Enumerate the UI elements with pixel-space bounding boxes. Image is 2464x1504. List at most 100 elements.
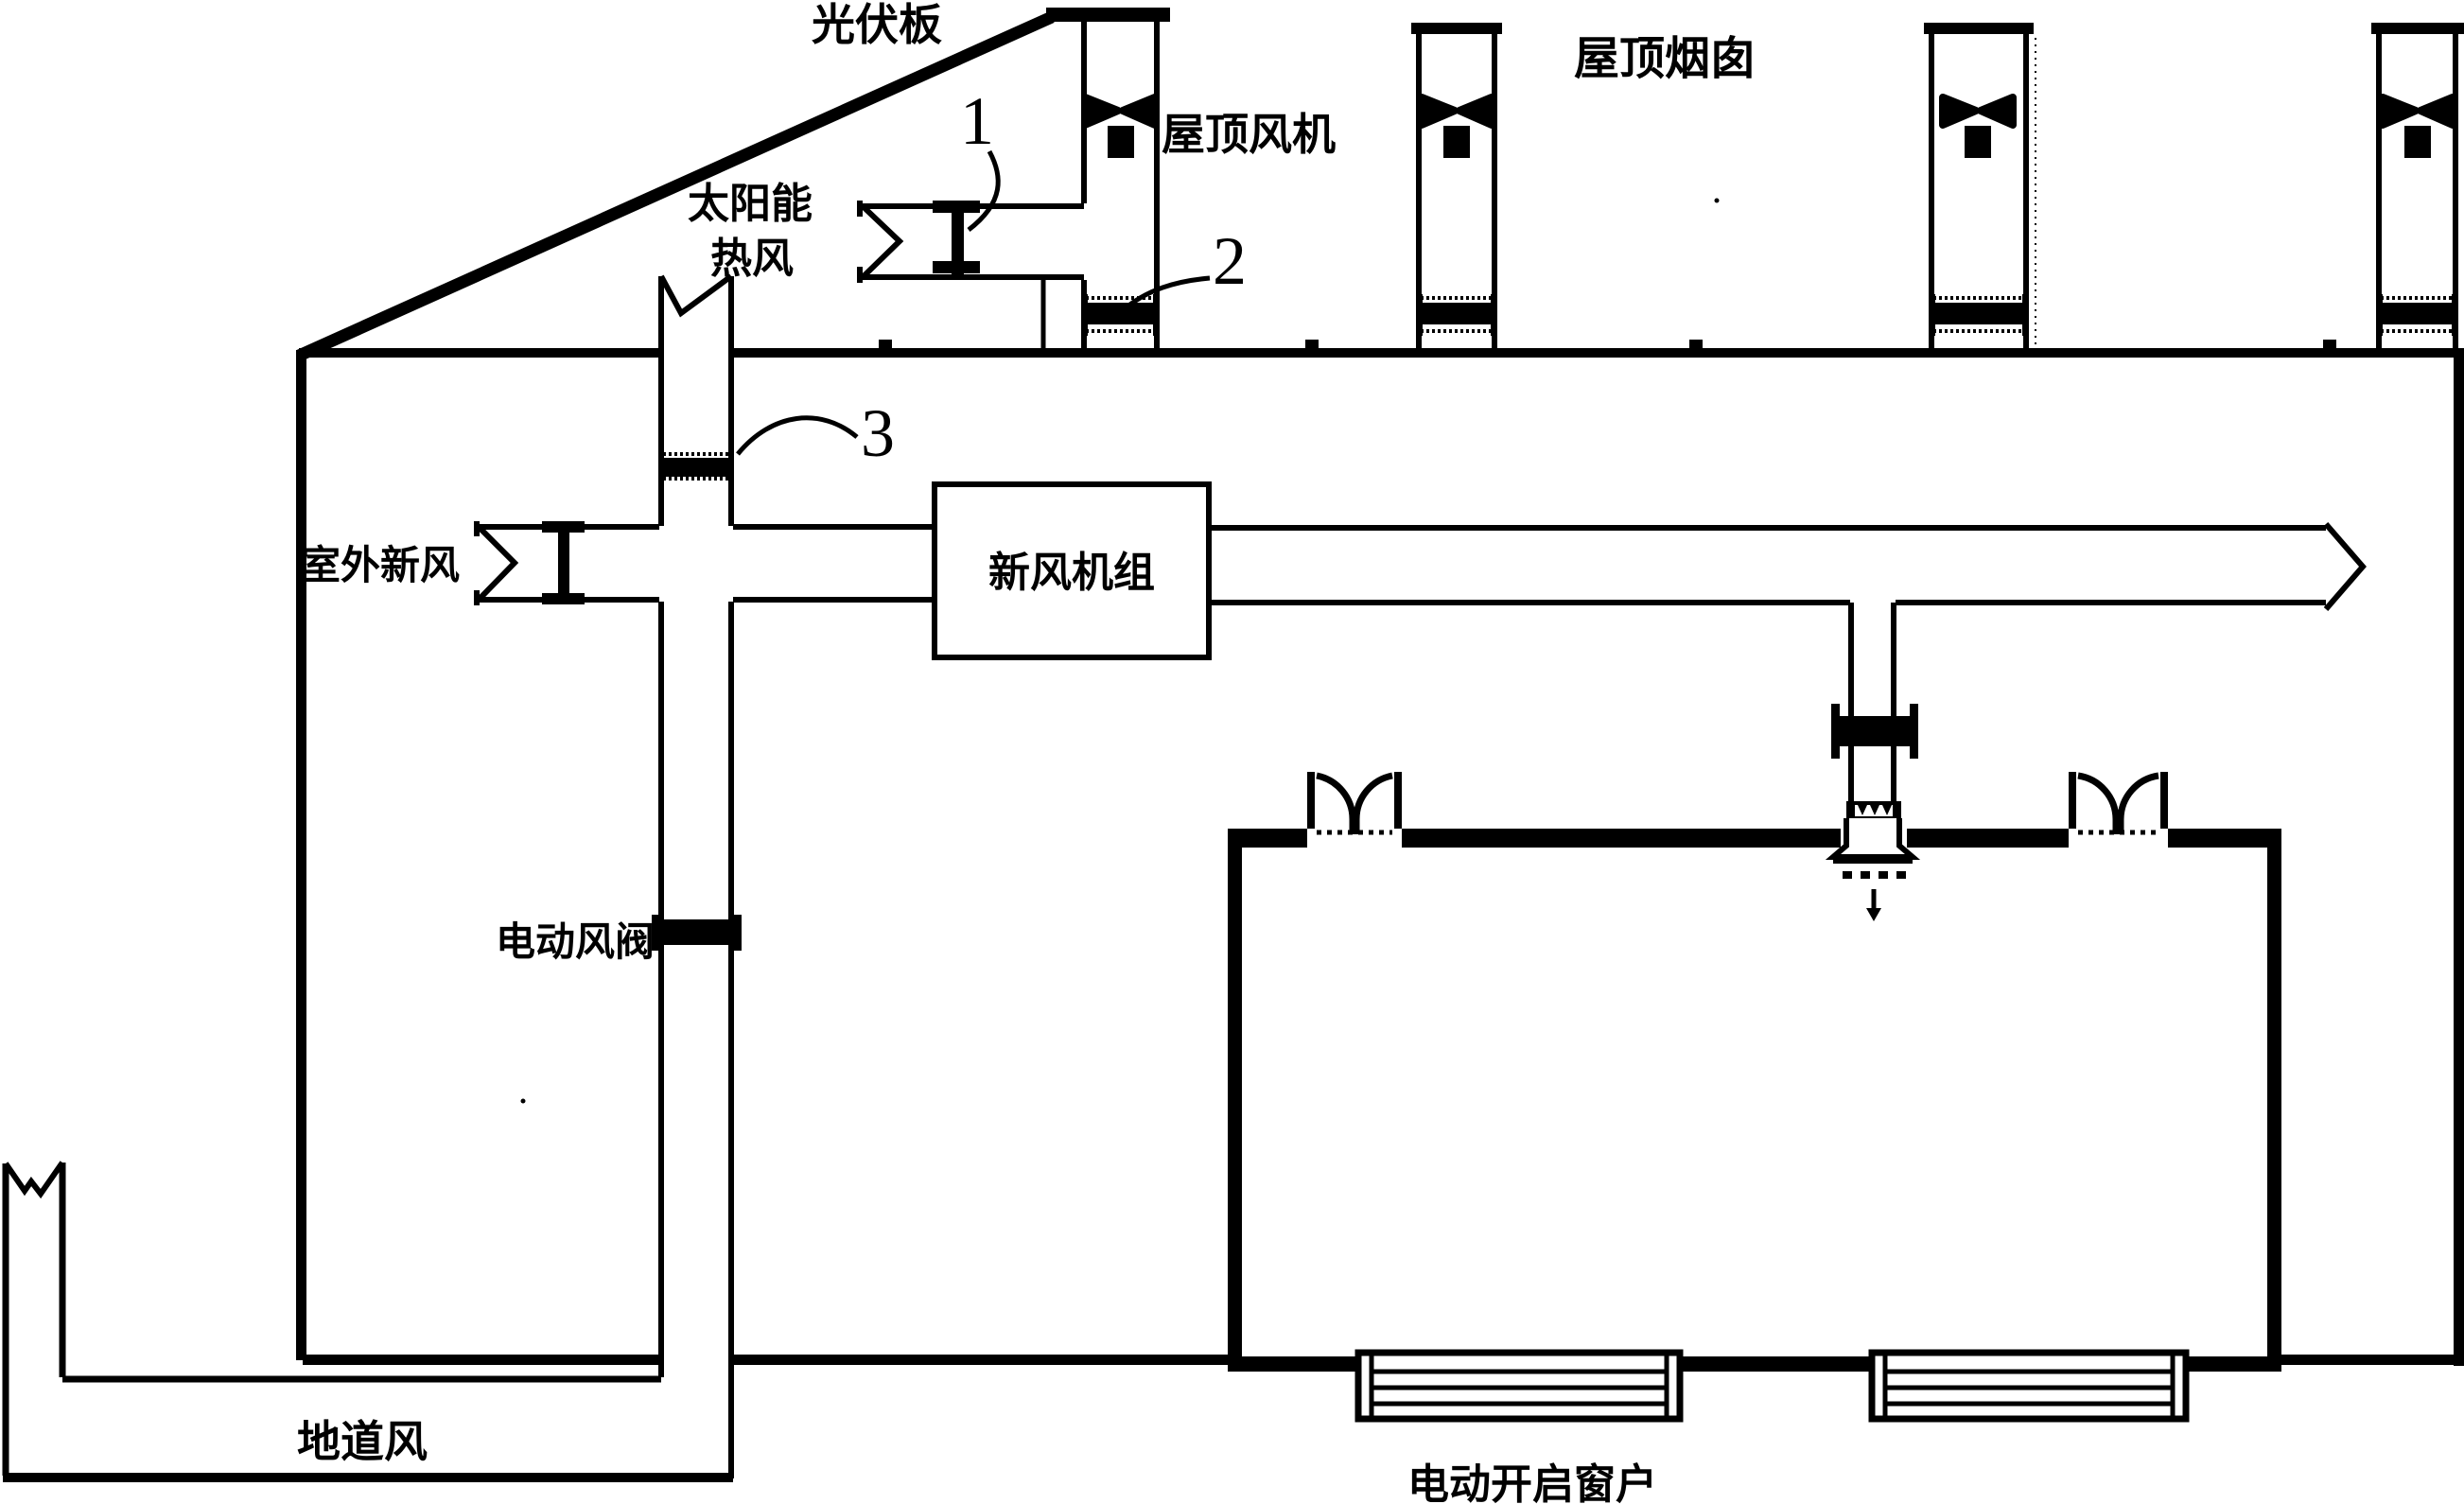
scan-speck-2 <box>1714 198 1720 203</box>
diffuser-hatch-triangles <box>1848 803 1899 818</box>
fa-valve-stem <box>558 527 569 600</box>
fan1-blade-right <box>1119 94 1159 129</box>
chimney3-walls <box>1929 32 2029 348</box>
chimney2-walls <box>1416 32 1497 348</box>
electric-damper-valve <box>652 915 742 951</box>
chimney3-damper-tick-l <box>1931 294 1935 336</box>
fan1-motor <box>1108 126 1134 158</box>
ceiling-diffuser <box>1825 801 1921 921</box>
solar-duct-damper <box>659 449 734 483</box>
branch-valve <box>1831 704 1918 759</box>
door2-post-left <box>2069 772 2076 829</box>
chimney2-cap <box>1411 23 1502 34</box>
valve1-flange-bottom <box>933 261 980 273</box>
fan1-blade-left <box>1081 94 1122 129</box>
label-solar-hot-air-2: 热风 <box>710 236 794 282</box>
supply-duct <box>1209 522 2367 611</box>
label-electric-damper: 电动风阀 <box>496 919 655 964</box>
chimney4-damper-tick-l <box>2378 294 2383 336</box>
fresh-air-valve <box>542 521 585 604</box>
fan4-blade-left <box>2379 94 2420 129</box>
door-2 <box>2069 772 2168 835</box>
label-roof-chimney: 屋顶烟囱 <box>1574 34 1756 84</box>
fa-valve-flange-top <box>542 521 585 533</box>
valve1-flange-top <box>933 201 980 213</box>
chimney1-damper <box>1086 303 1155 324</box>
chimney-4 <box>2371 23 2464 348</box>
room-walls <box>1228 829 2281 1372</box>
callout-2-leader <box>1120 275 1211 313</box>
chimney3-damper-dots <box>1933 296 2024 333</box>
chimney4-cap <box>2371 23 2464 34</box>
fresh-air-lines <box>474 521 935 605</box>
valve-1 <box>933 201 980 274</box>
tunnel-intake-zigzag <box>3 1161 65 1199</box>
chimney-2 <box>1411 23 1502 348</box>
fan3-blade-right <box>1977 94 2017 129</box>
diffuser-body <box>1825 818 1921 860</box>
label-fresh-air-unit: 新风机组 <box>988 550 1155 596</box>
window1-slats <box>1369 1353 1669 1419</box>
airflow-arrow-head <box>1866 908 1881 921</box>
tunnel-inner-wall <box>59 1163 661 1383</box>
chimney2-damper <box>1421 303 1493 324</box>
label-outdoor-fresh-air: 室外新风 <box>301 543 460 587</box>
label-solar-hot-air-1: 太阳能 <box>688 181 813 227</box>
branch-valve-body <box>1838 716 1912 746</box>
fan4-motor <box>2404 126 2431 158</box>
chimney4-damper-tick-r <box>2452 294 2456 336</box>
pv-panel-slope <box>296 11 1055 361</box>
window2-slats <box>1882 1353 2176 1419</box>
door1-post-right <box>1394 772 1402 829</box>
chimney1-damper-tick-l <box>1083 294 1088 336</box>
label-pv-panel: 光伏板 <box>812 0 942 49</box>
fan2-blade-left <box>1418 94 1459 129</box>
chimney3-cap <box>1924 23 2034 34</box>
callout-2: 2 <box>1213 223 1247 299</box>
label-tunnel-air: 地道风 <box>297 1417 428 1466</box>
door-1 <box>1307 772 1402 835</box>
chimney3-damper-tick-r <box>2022 294 2027 336</box>
damper3-flange-dots <box>663 452 731 481</box>
callout-3: 3 <box>861 395 895 471</box>
chimney4-walls <box>2376 32 2458 348</box>
chimney4-damper <box>2381 303 2454 324</box>
window-2 <box>1868 1349 2190 1423</box>
branch-duct-lines <box>1848 603 1896 803</box>
chimney2-damper-tick-l <box>1418 294 1423 336</box>
callout-1-leader <box>967 149 1001 232</box>
door1-leafs <box>1316 772 1393 834</box>
damper3-blade <box>662 458 732 477</box>
damper3-tick-right <box>729 449 734 483</box>
roof-line <box>299 8 2455 358</box>
chimney1-damper-tick-r <box>1153 294 1158 336</box>
fa-valve-flange-bottom <box>542 593 585 604</box>
fan4-blade-right <box>2417 94 2456 129</box>
chimney2-damper-dots <box>1421 296 1493 333</box>
electric-damper-wing-left <box>652 915 659 951</box>
callout-1: 1 <box>960 83 994 159</box>
valve1-stem <box>952 206 964 274</box>
branch-valve-tick-right <box>1910 704 1918 759</box>
fan2-motor <box>1443 126 1470 158</box>
fan3-blade-left <box>1939 94 1980 129</box>
damper3-tick-left <box>659 449 664 483</box>
left-wall <box>296 350 306 1360</box>
diffuser-skirt <box>1833 855 1913 864</box>
fan3-motor <box>1965 126 1991 158</box>
solar-duct-top-notch <box>658 273 733 318</box>
electric-damper-wing-right <box>734 915 742 951</box>
underground-tunnel <box>2 1161 733 1482</box>
scan-speck-1 <box>520 1098 526 1104</box>
door2-leafs <box>2077 772 2159 834</box>
right-wall <box>2454 348 2464 1366</box>
supply-duct-lines <box>1209 522 2367 611</box>
branch-duct <box>1848 603 1896 803</box>
callout-3-leader <box>736 415 859 456</box>
fresh-air-duct <box>474 521 935 605</box>
fan2-blade-right <box>1456 94 1495 129</box>
solar-duct <box>658 273 1046 1478</box>
branch-valve-tick-left <box>1831 704 1840 759</box>
